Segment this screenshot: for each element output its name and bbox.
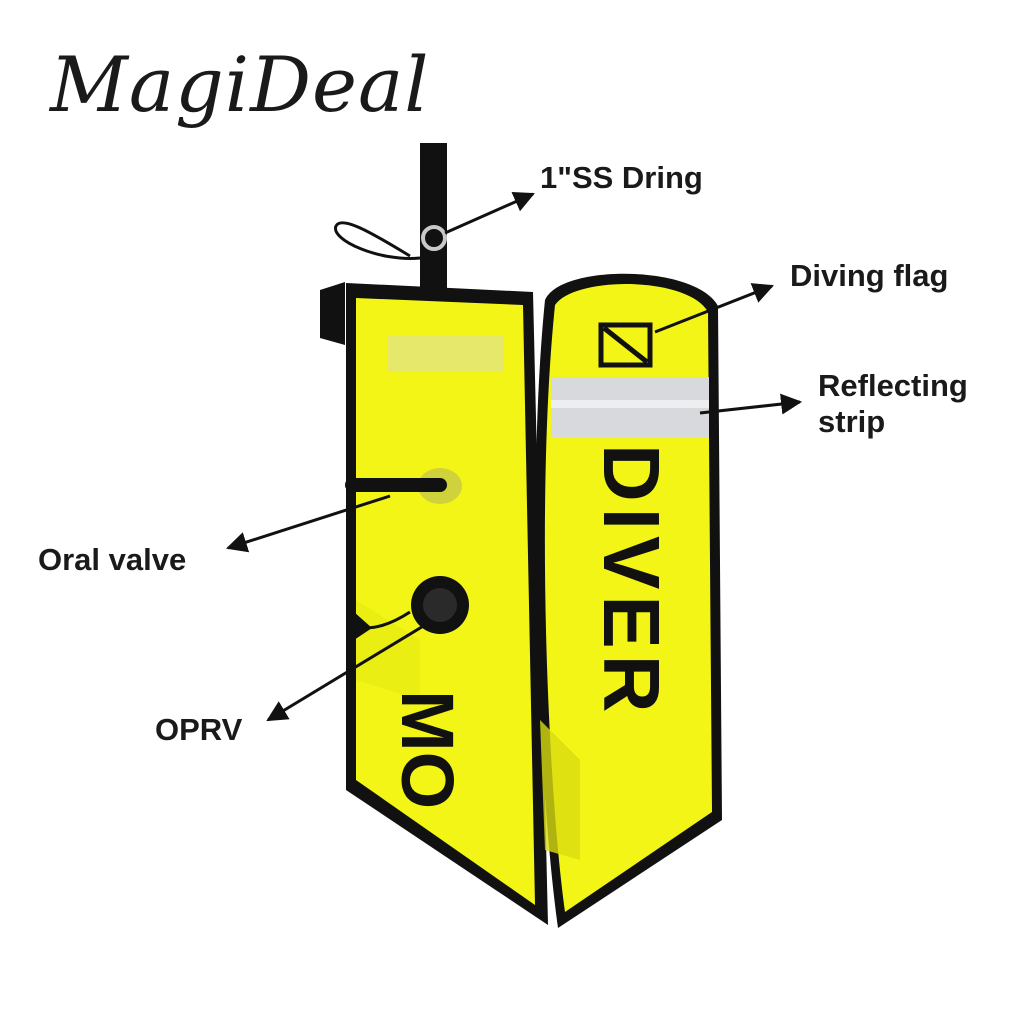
diving-flag-label: Diving flag [790,258,949,293]
oral-valve-label: Oral valve [38,542,187,577]
brand-logo: MagiDeal [50,40,430,129]
arrow-reflecting-strip [699,393,803,415]
reflecting-strip-label-line2: strip [818,403,886,439]
d-ring [421,225,447,251]
lanyard-loop [334,221,421,260]
oprv-valve [354,576,469,640]
dring-label: 1"SS Dring [540,160,703,195]
buoy-right-panel [535,273,722,929]
arrow-dring [444,192,535,235]
webbing-strap [320,143,447,345]
arrow-oprv [266,620,431,722]
reflecting-strip-label: Reflecting strip [818,368,968,439]
reflecting-strip-label-line1: Reflecting [818,368,968,403]
arrow-diving-flag [654,283,774,334]
reflective-strip [551,377,709,437]
right-panel-text: DIVER [587,444,676,719]
diving-flag [598,322,653,368]
left-panel-text: MO [386,690,469,809]
oprv-label: OPRV [155,712,243,747]
arrow-oral-valve [226,494,391,553]
oral-valve [345,468,462,504]
